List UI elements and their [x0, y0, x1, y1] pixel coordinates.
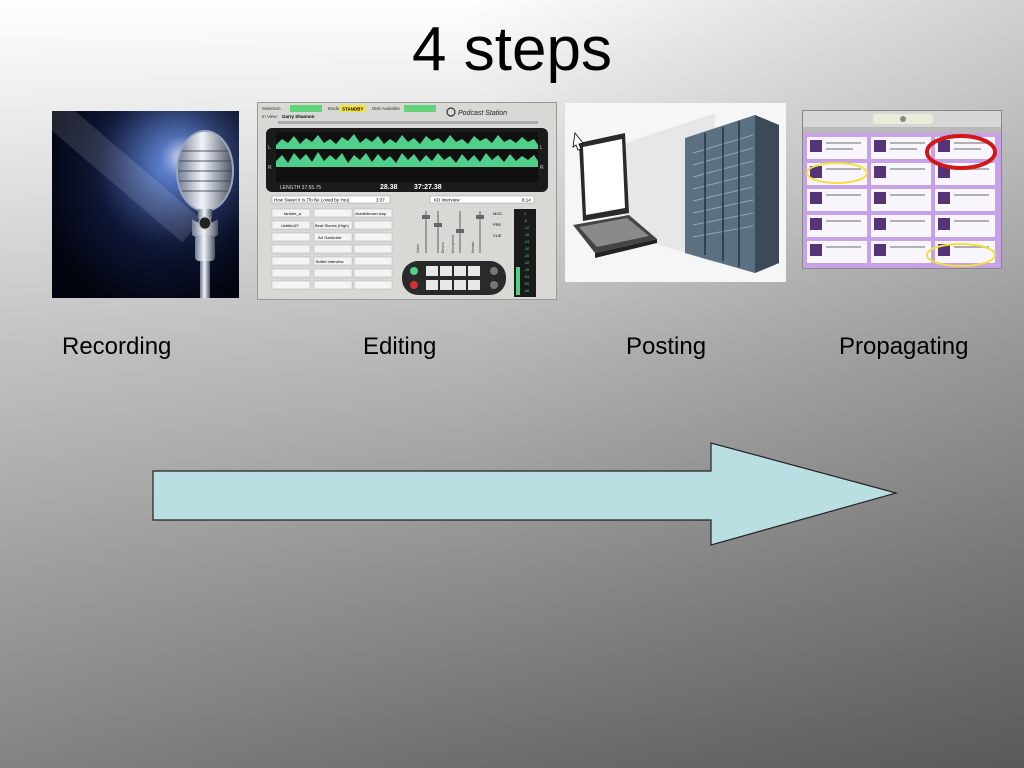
meter-tick: -48 [524, 268, 529, 272]
pad-label: Untitled27 [281, 223, 300, 228]
sound-pads [271, 208, 393, 290]
mode-label: Mode [328, 106, 340, 111]
svg-text:L: L [540, 145, 543, 151]
time-readout-b: 37:27.38 [414, 184, 442, 191]
meter-tick: -18 [524, 233, 529, 237]
track-right: KD Interview [434, 198, 460, 203]
in-view-label: In View: [262, 114, 278, 119]
red-highlight-circle [925, 134, 997, 170]
track-left: How Sweet It Is (To Be Loved by You) [274, 198, 350, 203]
step-caption-editing: Editing [363, 333, 437, 360]
fader-label: Microphone [451, 235, 455, 253]
podcast-station-logo: Podcast Station [458, 110, 507, 117]
track-left-time: 3:37 [376, 198, 385, 203]
pad-label: fanfare_a [284, 211, 302, 216]
pad-label: charliebrown loop [355, 211, 387, 216]
meter-tick: -30 [524, 247, 529, 251]
meter-tick: -36 [524, 254, 529, 258]
side-button: MGC [493, 211, 502, 216]
cursor-icon [572, 132, 584, 151]
step-caption-recording: Recording [62, 333, 172, 360]
microphone-image [52, 111, 239, 298]
podcast-directory-image [802, 110, 1002, 269]
fader-label: Monitor [471, 240, 475, 253]
yellow-highlight-circle [806, 162, 868, 184]
step-caption-posting: Posting [626, 333, 707, 360]
server-rack-icon [685, 115, 779, 273]
mode-value: STANDBY [342, 107, 363, 112]
yellow-highlight-circle [926, 243, 996, 267]
pad-label: Art Garfunkle [318, 235, 342, 240]
svg-text:L: L [268, 145, 271, 151]
meter-tick: -24 [524, 240, 529, 244]
svg-text:R: R [268, 165, 272, 171]
meter-tick: -54 [524, 275, 529, 279]
microphone-icon [52, 111, 239, 298]
podcast-station-image: Selection Mode STANDBY Disk Available Po… [257, 102, 557, 300]
laptop-server-image [565, 103, 786, 282]
apple-logo-icon [900, 116, 906, 122]
pad-label: Beat Stories (High) [315, 223, 349, 228]
laptop-icon [573, 133, 657, 258]
in-view-value: Garry Shannon [282, 114, 315, 119]
svg-text:R: R [540, 165, 544, 171]
side-button: PRE [493, 222, 502, 227]
selection-label: Selection [262, 106, 281, 111]
track-right-time: 8:14 [522, 198, 531, 203]
fader-label: Device [441, 242, 445, 253]
disk-available-label: Disk Available [372, 106, 400, 111]
slide-title: 4 steps [412, 15, 612, 84]
time-readout-a: 28.38 [380, 184, 398, 191]
pad-label: Buffet Interview [316, 259, 344, 264]
fader-label: Cable [416, 244, 420, 253]
side-button: CUE [493, 233, 502, 238]
meter-tick: -42 [524, 261, 529, 265]
meter-tick: -66 [524, 289, 529, 293]
meter-tick: -12 [524, 226, 529, 230]
step-caption-propagating: Propagating [839, 333, 969, 360]
meter-tick: -6 [524, 219, 527, 223]
length-readout: LENGTH 37:55.75 [280, 185, 321, 191]
meter-tick: -60 [524, 282, 529, 286]
meter-tick: 0 [524, 212, 526, 216]
process-arrow [152, 442, 899, 546]
waveform [276, 134, 538, 167]
